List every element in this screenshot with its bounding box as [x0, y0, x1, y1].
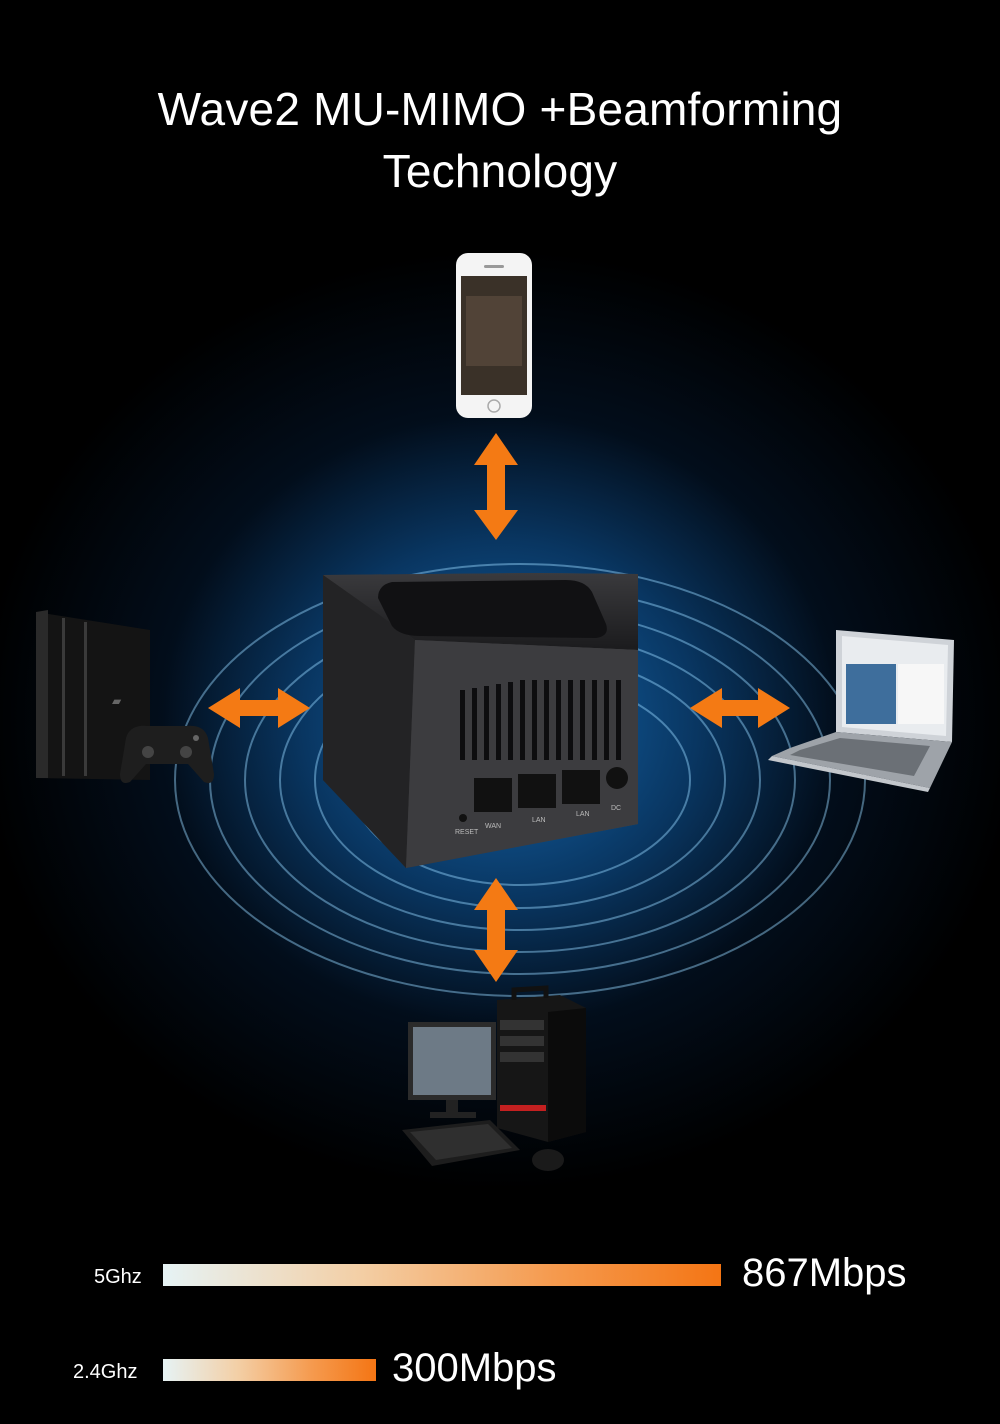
- game-console-icon: ▰: [36, 610, 150, 780]
- arrow-icons: [208, 433, 790, 982]
- arrow-top-icon: [474, 433, 518, 540]
- gamepad-icon: [120, 725, 214, 783]
- speed-value-5ghz: 867Mbps: [742, 1251, 907, 1295]
- headline-line-1: Wave2 MU-MIMO +Beamforming: [157, 83, 843, 135]
- desktop-computer-icon: [402, 985, 586, 1171]
- speed-row-2-4ghz: 2.4Ghz 300Mbps: [0, 1346, 1000, 1410]
- port-lan2-label: LAN: [576, 811, 590, 818]
- band-label-2-4ghz: 2.4Ghz: [73, 1361, 138, 1383]
- band-label-5ghz: 5Ghz: [94, 1266, 142, 1288]
- speed-bar-5ghz: [163, 1264, 721, 1286]
- laptop-icon: [768, 630, 954, 792]
- port-reset-label: RESET: [455, 829, 479, 836]
- speed-value-2-4ghz: 300Mbps: [392, 1346, 557, 1390]
- port-dc-label: DC: [611, 805, 621, 812]
- router-icon: RESET WAN LAN LAN DC: [323, 573, 638, 868]
- headline: Wave2 MU-MIMO +Beamforming Technology: [0, 78, 1000, 202]
- svg-text:▰: ▰: [112, 694, 122, 708]
- arrow-right-icon: [690, 688, 790, 728]
- speed-bar-2-4ghz: [163, 1359, 376, 1381]
- smartphone-icon: [456, 253, 532, 418]
- port-wan-label: WAN: [485, 823, 501, 830]
- arrow-bottom-icon: [474, 878, 518, 982]
- port-lan1-label: LAN: [532, 817, 546, 824]
- arrow-left-icon: [208, 688, 310, 728]
- speed-row-5ghz: 5Ghz 867Mbps: [0, 1251, 1000, 1315]
- headline-line-2: Technology: [382, 145, 618, 197]
